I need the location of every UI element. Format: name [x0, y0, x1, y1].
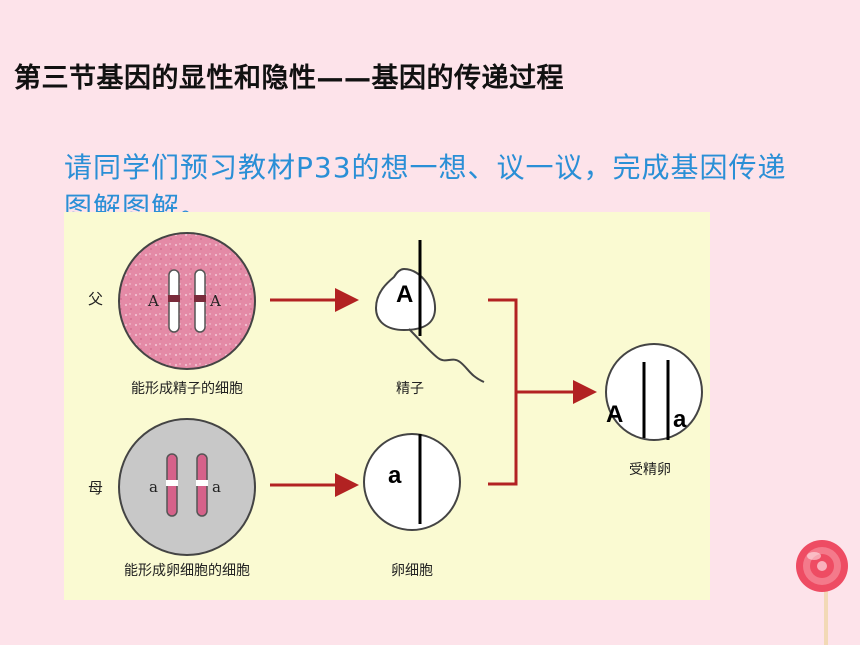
zygote-caption: 受精卵	[629, 462, 671, 478]
father-cell-caption: 能形成精子的细胞	[131, 381, 243, 397]
mother-cell-caption: 能形成卵细胞的细胞	[124, 563, 250, 579]
slide-title: 第三节基因的显性和隐性——基因的传递过程	[14, 63, 564, 94]
lollipop-icon	[796, 540, 848, 645]
diagram-canvas: 父 母 A A 能形成精子的细胞	[88, 232, 703, 579]
zygote	[605, 343, 703, 441]
mother-cell: a a	[118, 418, 256, 556]
allele-label: A	[147, 292, 159, 310]
gene-transmission-diagram: 父 母 A A 能形成精子的细胞	[64, 212, 710, 600]
chromosome	[168, 269, 180, 333]
allele-label: a	[149, 478, 158, 496]
chromosome	[166, 453, 178, 517]
chromosome	[194, 269, 206, 333]
egg-caption: 卵细胞	[391, 563, 433, 579]
chromosome	[196, 453, 208, 517]
instruction-text: 请同学们预习教材P33的想一想、议一议，完成基因传递图解图解。	[64, 151, 787, 224]
allele-label: a	[212, 478, 221, 496]
egg-gene: a	[388, 462, 402, 489]
sperm-gene: A	[396, 281, 413, 308]
allele-label: A	[209, 292, 221, 310]
zygote-gene: a	[673, 406, 687, 433]
mother-label: 母	[88, 479, 103, 497]
father-cell: A A	[118, 232, 256, 370]
egg-cell	[363, 433, 461, 531]
sperm-caption: 精子	[396, 381, 424, 397]
merge-arrow	[488, 298, 597, 486]
father-label: 父	[88, 290, 103, 308]
zygote-gene: A	[606, 401, 623, 428]
sperm	[374, 240, 485, 383]
